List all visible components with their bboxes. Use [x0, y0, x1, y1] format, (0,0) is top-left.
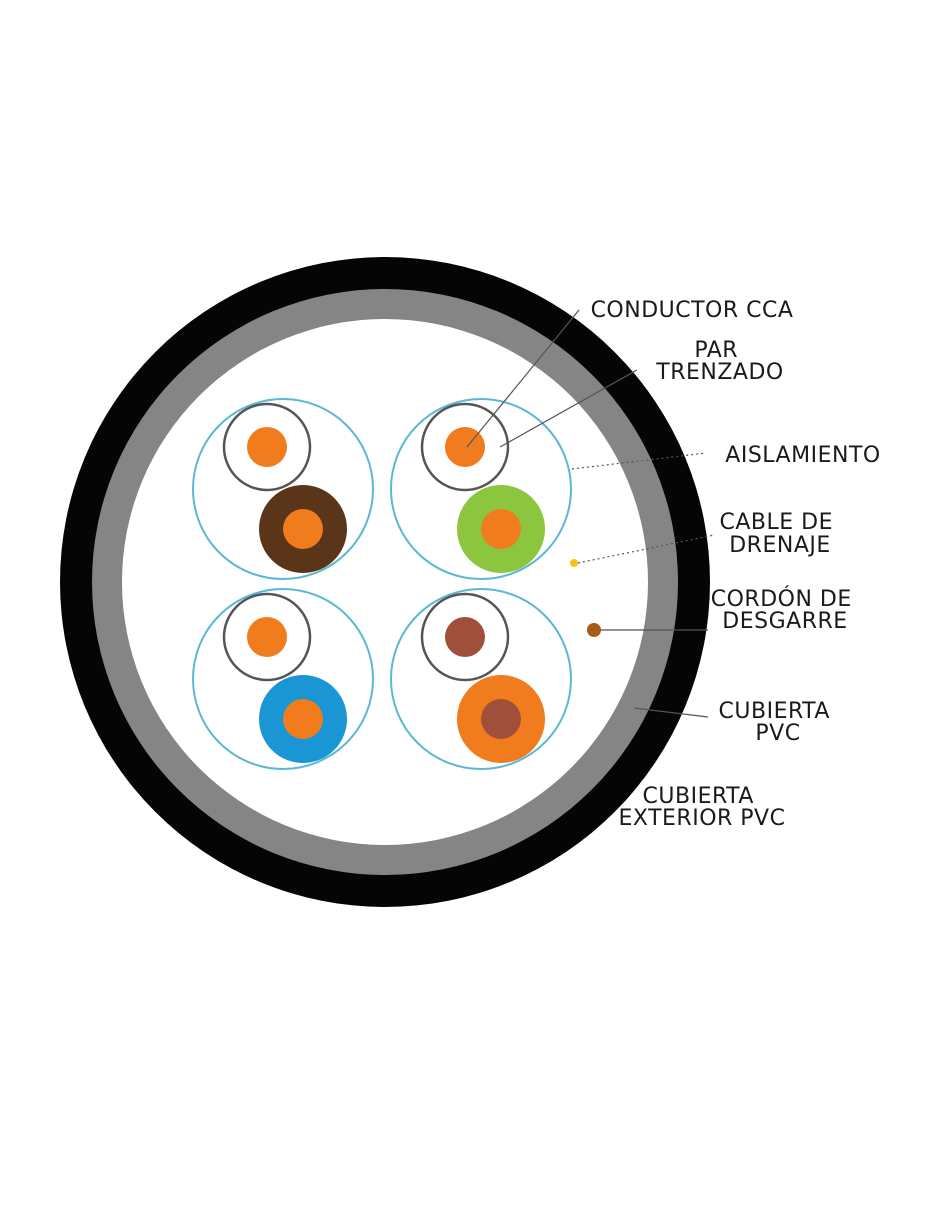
label-par-trenzado: PAR TRENZADO — [655, 338, 783, 385]
drain-wire — [570, 559, 578, 567]
leader-conductor-cca — [466, 309, 580, 448]
twisted-pair-top-right — [390, 398, 572, 580]
leader-cable-drenaje — [577, 534, 715, 564]
pair-ring — [390, 398, 572, 580]
pair-ring — [390, 588, 572, 770]
solid-wire-conductor — [481, 509, 521, 549]
pair-ring — [192, 588, 374, 770]
label-cordon-desgarre: CORDÓN DE DESGARRE — [711, 586, 860, 634]
label-cubierta-exterior-pvc: CUBIERTA EXTERIOR PVC — [619, 784, 786, 831]
leader-par-trenzado — [499, 369, 638, 448]
solid-wire-conductor — [283, 699, 323, 739]
striped-wire-conductor — [445, 617, 485, 657]
label-cubierta-pvc: CUBIERTA PVC — [719, 699, 838, 746]
label-cable-drenaje: CABLE DE DRENAJE — [720, 510, 841, 558]
striped-wire-conductor — [247, 617, 287, 657]
cable-core — [122, 319, 648, 845]
label-aislamiento: AISLAMIENTO — [725, 443, 880, 468]
solid-wire-conductor — [283, 509, 323, 549]
twisted-pair-top-left — [192, 398, 374, 580]
twisted-pair-bottom-right — [390, 588, 572, 770]
leader-cubierta-pvc — [633, 707, 709, 718]
label-conductor-cca: CONDUCTOR CCA — [591, 298, 794, 323]
ripcord — [587, 623, 601, 637]
twisted-pair-bottom-left — [192, 588, 374, 770]
pair-ring — [192, 398, 374, 580]
striped-wire-conductor — [247, 427, 287, 467]
solid-wire-conductor — [481, 699, 521, 739]
